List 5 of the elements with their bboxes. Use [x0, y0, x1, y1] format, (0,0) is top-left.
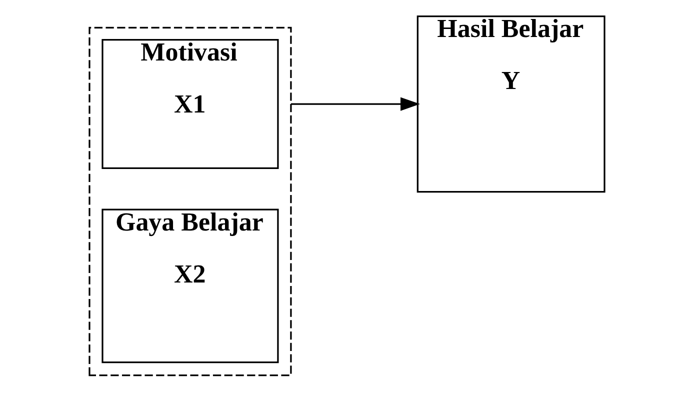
node-box: Motivasi X1 [101, 39, 278, 169]
node-box: Hasil Belajar Y [416, 15, 605, 193]
cluster [88, 26, 292, 376]
node-box: Gaya Belajar X2 [101, 208, 278, 364]
arrow [290, 97, 420, 111]
